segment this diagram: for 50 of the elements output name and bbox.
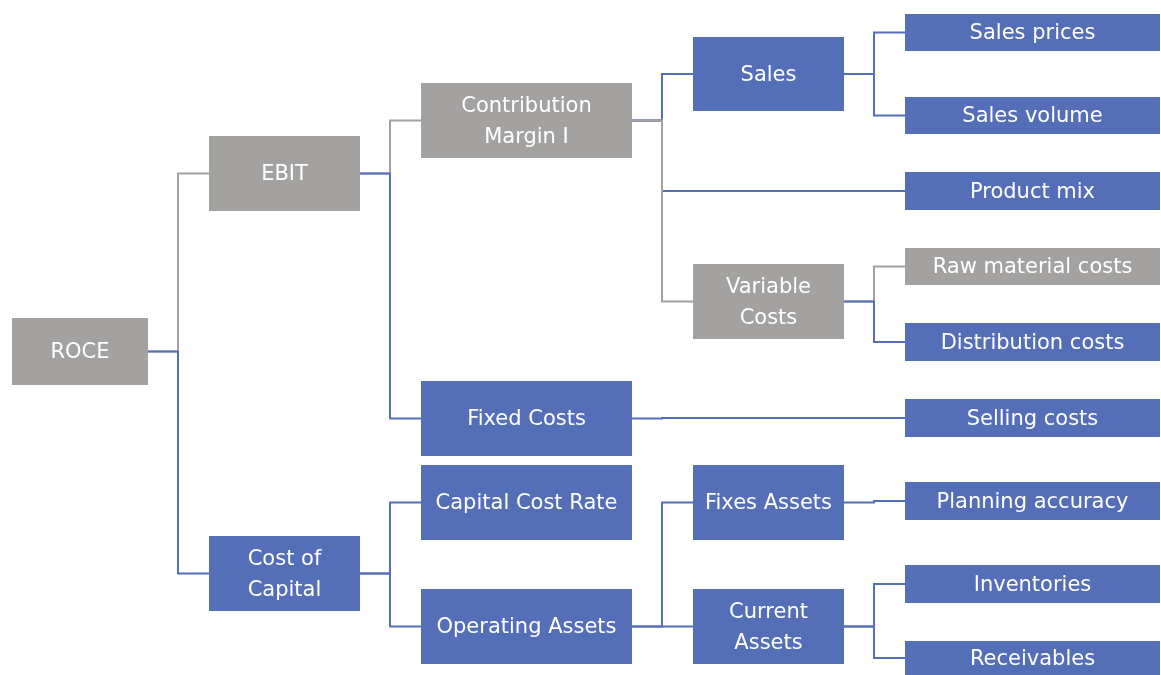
node-label: Cost of Capital <box>246 545 323 603</box>
connector-line <box>359 172 422 420</box>
process-box <box>693 465 844 540</box>
node-label: ROCE <box>50 338 110 366</box>
process-box <box>12 318 148 385</box>
process-box <box>693 589 844 664</box>
process-box <box>421 381 632 456</box>
node-label: Fixed Costs <box>467 405 586 433</box>
process-box <box>693 37 844 111</box>
connector-line <box>631 417 906 420</box>
process-box <box>905 323 1160 361</box>
process-box <box>421 589 632 664</box>
node-label: EBIT <box>261 160 308 188</box>
connector-line <box>843 625 906 659</box>
connector-line <box>843 500 906 504</box>
node-label: Sales volume <box>962 102 1103 130</box>
process-box <box>905 399 1160 437</box>
node-label: Operating Assets <box>436 613 617 641</box>
node-label: Current Assets <box>728 598 809 656</box>
node-label: Sales <box>740 60 797 88</box>
node-label: Sales prices <box>969 19 1096 47</box>
process-box <box>905 172 1160 210</box>
connector-line <box>147 350 210 575</box>
node-label: Product mix <box>969 177 1096 205</box>
process-box <box>209 136 360 211</box>
node-label: Fixes Assets <box>704 489 832 517</box>
connector-line <box>843 300 906 343</box>
connector-line <box>359 572 422 628</box>
connector-line <box>631 119 694 303</box>
node-label: Planning accuracy <box>936 487 1129 515</box>
process-box <box>905 641 1160 675</box>
process-box <box>905 482 1160 520</box>
node-label: Distribution costs <box>940 328 1125 356</box>
node-label: Variable Costs <box>725 273 812 331</box>
node-label: Raw material costs <box>932 253 1133 281</box>
connector-line <box>631 625 694 628</box>
process-box <box>421 83 632 158</box>
process-box <box>905 97 1160 134</box>
process-box <box>905 14 1160 51</box>
process-box <box>905 565 1160 603</box>
node-label: Receivables <box>969 644 1096 672</box>
process-box <box>421 465 632 540</box>
process-box <box>693 264 844 339</box>
connector-line <box>843 73 906 117</box>
node-label: Contribution Margin I <box>460 92 593 150</box>
process-box <box>209 536 360 611</box>
node-label: Selling costs <box>966 404 1099 432</box>
node-label: Capital Cost Rate <box>435 489 618 517</box>
process-box <box>905 248 1160 285</box>
node-label: Inventories <box>973 570 1092 598</box>
